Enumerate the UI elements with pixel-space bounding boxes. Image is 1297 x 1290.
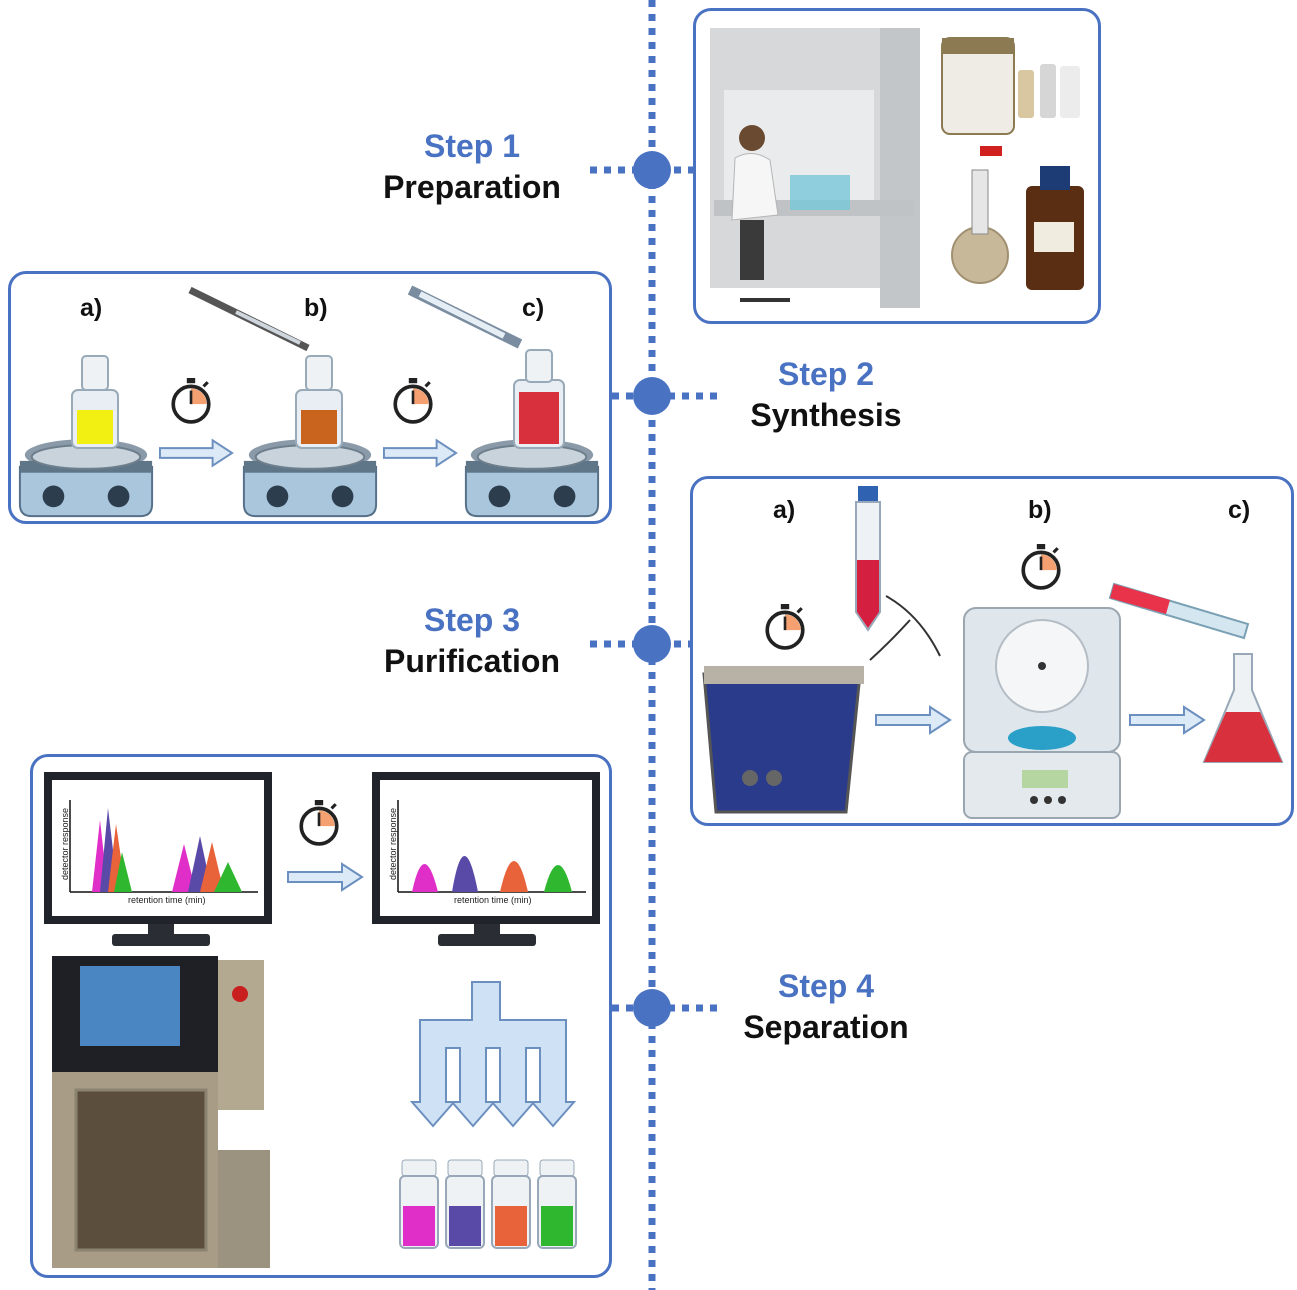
synthesis-label-b: b) [304,294,328,322]
step-4-label: Step 4 Separation [706,966,946,1048]
purification-label-c: c) [1228,496,1251,524]
monitor-2-xlabel: retention time (min) [454,895,532,905]
step-2-label: Step 2 Synthesis [706,354,946,436]
timeline-node-step2 [633,377,671,415]
step-3-label: Step 3 Purification [352,600,592,682]
panel-preparation [693,8,1101,324]
timeline-node-step4 [633,989,671,1027]
step-1-label: Step 1 Preparation [352,126,592,208]
step-number: Step 1 [423,128,521,164]
step-number: Step 3 [423,602,521,638]
step-number: Step 2 [777,356,875,392]
monitor-1-xlabel: retention time (min) [128,895,206,905]
monitor-1-ylabel: detector response [60,807,70,880]
step-number: Step 4 [777,968,875,1004]
step-name: Preparation [383,169,561,205]
purification-label-b: b) [1028,496,1052,524]
synthesis-label-c: c) [522,294,545,322]
panel-purification [690,476,1294,826]
timeline-node-step3 [633,625,671,663]
panel-separation [30,754,612,1278]
timeline-node-step1 [633,151,671,189]
step-name: Separation [743,1009,909,1045]
synthesis-label-a: a) [80,294,103,322]
step-name: Purification [383,643,560,679]
monitor-2-ylabel: detector response [388,807,398,880]
purification-label-a: a) [773,496,796,524]
step-name: Synthesis [750,397,902,433]
